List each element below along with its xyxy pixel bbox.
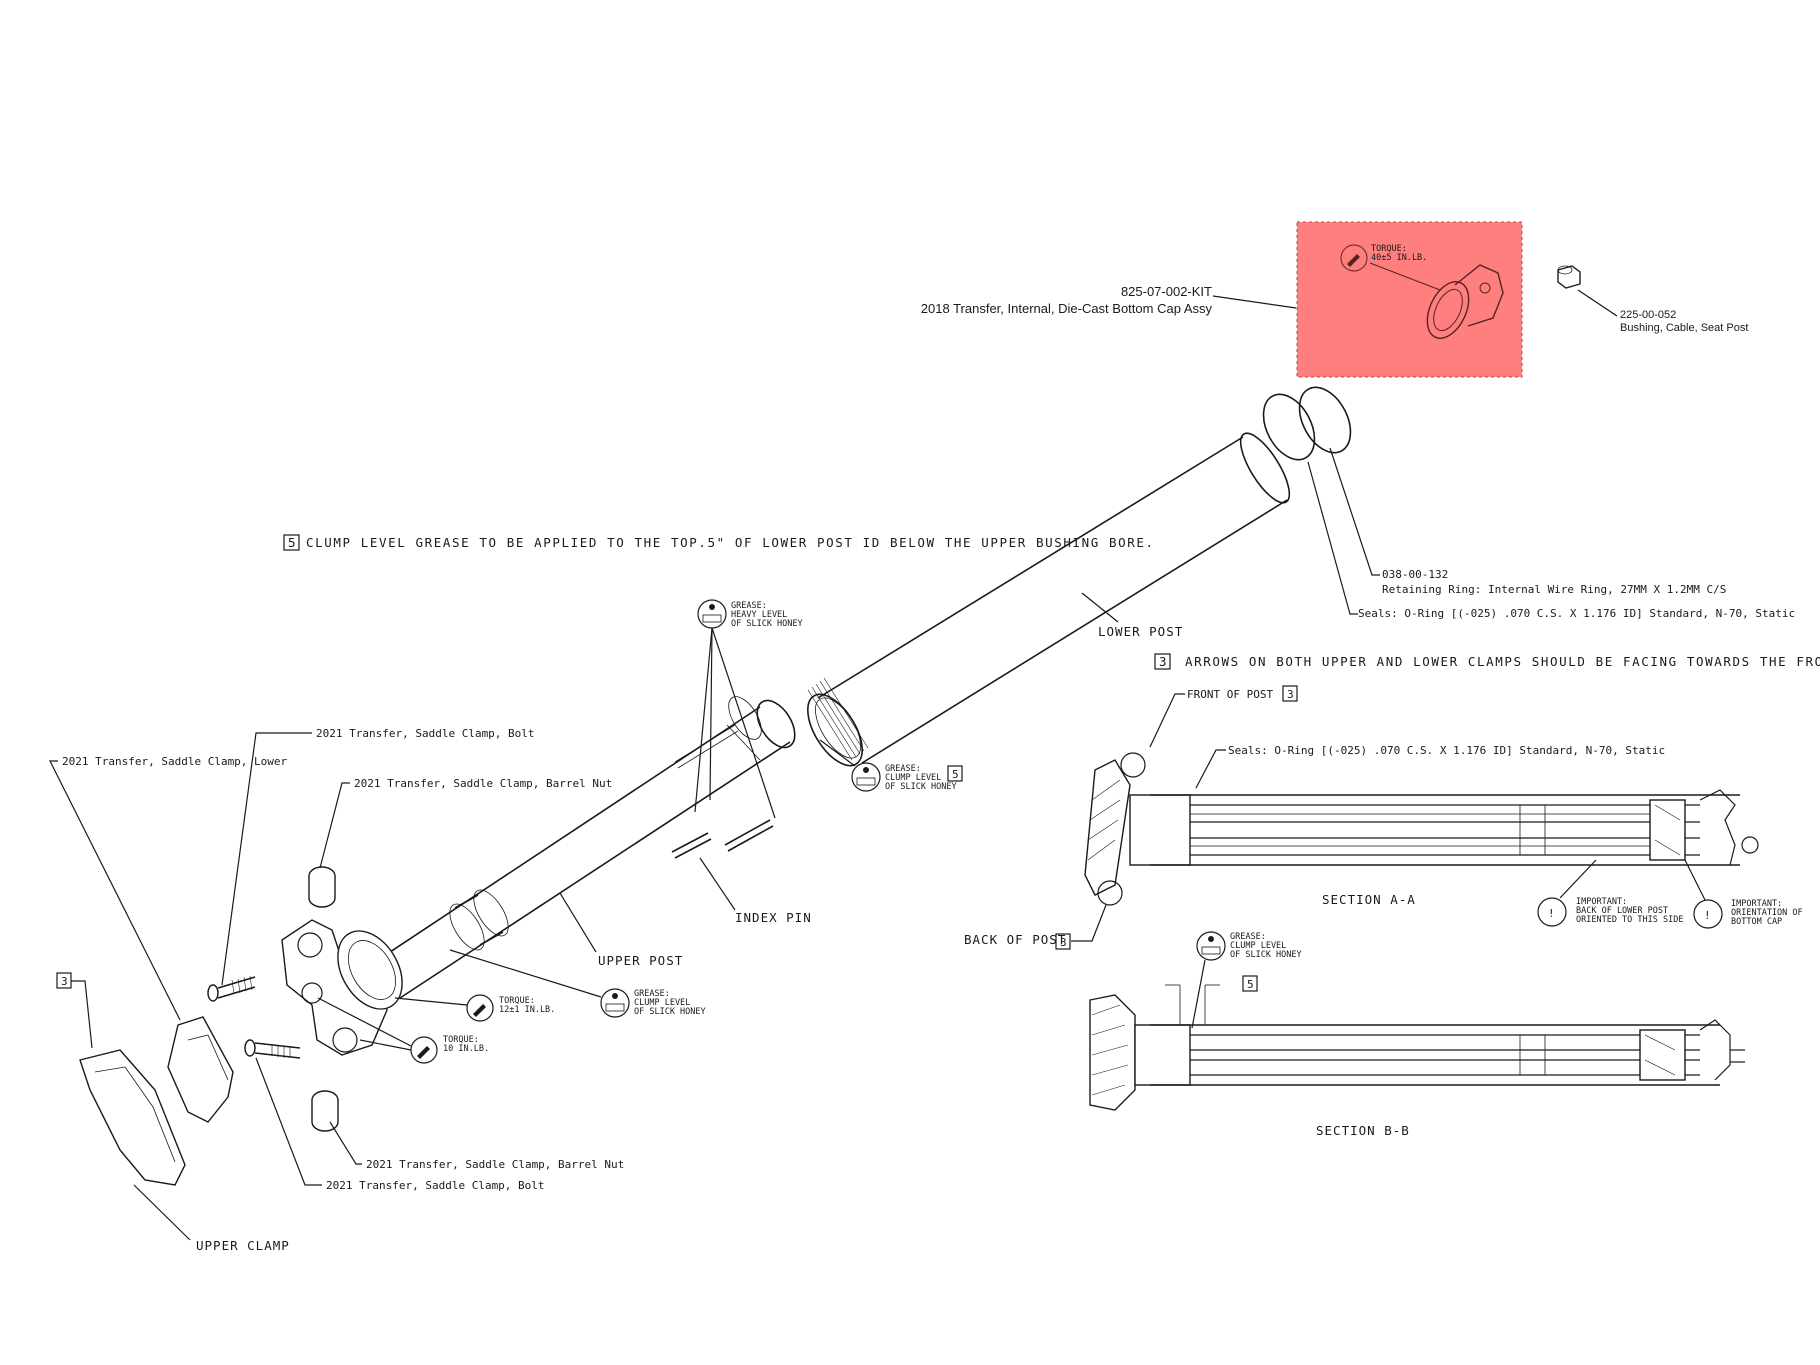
ref5-box-1 bbox=[947, 765, 963, 782]
svg-text:GREASE:: GREASE: bbox=[634, 989, 670, 999]
grease-clump-lower-callout: GREASE: CLUMP LEVEL OF SLICK HONEY bbox=[851, 762, 957, 792]
clamp-head bbox=[281, 919, 403, 1056]
front-of-post-label: FRONT OF POST bbox=[1187, 688, 1273, 701]
svg-text:ORIENTED TO THIS SIDE: ORIENTED TO THIS SIDE bbox=[1576, 915, 1683, 925]
note3-number: 3 bbox=[1159, 654, 1168, 669]
svg-text:10 IN.LB.: 10 IN.LB. bbox=[443, 1044, 489, 1054]
note3-box bbox=[1154, 653, 1171, 670]
bottom-cap-description: 2018 Transfer, Internal, Die-Cast Bottom… bbox=[921, 301, 1213, 316]
svg-text:TORQUE:: TORQUE: bbox=[499, 996, 535, 1006]
back-of-post-label: BACK OF POST bbox=[964, 932, 1066, 947]
ref3-box-back bbox=[1055, 933, 1071, 950]
svg-text:OF SLICK HONEY: OF SLICK HONEY bbox=[731, 619, 803, 629]
grease-clump-upper-callout: GREASE: CLUMP LEVEL OF SLICK HONEY bbox=[600, 988, 706, 1018]
ref5-box-2 bbox=[1242, 975, 1258, 992]
retaining-ring-description: Retaining Ring: Internal Wire Ring, 27MM… bbox=[1382, 583, 1726, 596]
retaining-rings bbox=[1262, 386, 1352, 461]
svg-text:IMPORTANT:: IMPORTANT: bbox=[1731, 899, 1782, 909]
barrel-nut-2 bbox=[311, 1090, 339, 1132]
clamp-lower-label: 2021 Transfer, Saddle Clamp, Lower bbox=[62, 755, 288, 768]
svg-text:12±1 IN.LB.: 12±1 IN.LB. bbox=[499, 1005, 555, 1015]
svg-text:!: ! bbox=[1548, 907, 1555, 920]
svg-text:TORQUE:: TORQUE: bbox=[443, 1035, 479, 1045]
svg-text:ORIENTATION OF: ORIENTATION OF bbox=[1731, 908, 1803, 918]
svg-text:CLUMP LEVEL: CLUMP LEVEL bbox=[1230, 941, 1286, 951]
svg-text:3: 3 bbox=[1060, 936, 1067, 949]
note3-text: ARROWS ON BOTH UPPER AND LOWER CLAMPS SH… bbox=[1185, 654, 1820, 669]
lower-post-label: LOWER POST bbox=[1098, 624, 1183, 639]
torque-12-callout: TORQUE: 12±1 IN.LB. bbox=[466, 994, 555, 1022]
bottom-cap-part-number: 825-07-002-KIT bbox=[1121, 284, 1212, 299]
section-bb-drawing bbox=[1089, 984, 1745, 1111]
bottom-cap-part bbox=[1426, 264, 1504, 339]
upper-clamp-label: UPPER CLAMP bbox=[196, 1238, 290, 1253]
svg-text:GREASE:: GREASE: bbox=[1230, 932, 1266, 942]
svg-text:BACK OF LOWER POST: BACK OF LOWER POST bbox=[1576, 906, 1668, 916]
svg-text:3: 3 bbox=[1287, 688, 1294, 701]
upper-post bbox=[377, 696, 796, 999]
retaining-ring-part-number: 038-00-132 bbox=[1382, 568, 1448, 581]
clamp-bolt-1 bbox=[207, 975, 256, 1002]
svg-text:5: 5 bbox=[952, 768, 959, 781]
svg-text:GREASE:: GREASE: bbox=[731, 601, 767, 611]
section-bb-label: SECTION B-B bbox=[1316, 1123, 1410, 1138]
grease-clump-section-callout: GREASE: CLUMP LEVEL OF SLICK HONEY bbox=[1196, 931, 1302, 961]
seals-label-top: Seals: O-Ring [(-025) .070 C.S. X 1.176 … bbox=[1358, 607, 1795, 620]
svg-text:OF SLICK HONEY: OF SLICK HONEY bbox=[1230, 950, 1302, 960]
note5-box bbox=[283, 534, 300, 551]
svg-text:5: 5 bbox=[1247, 978, 1254, 991]
svg-text:OF SLICK HONEY: OF SLICK HONEY bbox=[634, 1007, 706, 1017]
bushing-part bbox=[1557, 265, 1581, 289]
section-aa-label: SECTION A-A bbox=[1322, 892, 1416, 907]
svg-text:CLUMP LEVEL: CLUMP LEVEL bbox=[885, 773, 941, 783]
note5-number: 5 bbox=[288, 535, 297, 550]
bushing-description: Bushing, Cable, Seat Post bbox=[1620, 322, 1748, 334]
ref3-box-front bbox=[1282, 685, 1298, 702]
torque-10-callout: TORQUE: 10 IN.LB. bbox=[410, 1035, 489, 1064]
clamp-bolt-label-1: 2021 Transfer, Saddle Clamp, Bolt bbox=[316, 727, 535, 740]
bottom-cap-highlight[interactable]: TORQUE: 40±5 IN.LB. bbox=[1296, 221, 1523, 378]
svg-text:!: ! bbox=[1704, 909, 1711, 922]
svg-text:IMPORTANT:: IMPORTANT: bbox=[1576, 897, 1627, 907]
svg-text:BOTTOM CAP: BOTTOM CAP bbox=[1731, 917, 1782, 927]
svg-text:GREASE:: GREASE: bbox=[885, 764, 921, 774]
index-pins bbox=[671, 819, 774, 859]
lower-post bbox=[807, 432, 1291, 767]
important-cap-callout: ! IMPORTANT: ORIENTATION OF BOTTOM CAP bbox=[1693, 899, 1803, 929]
note5-text: CLUMP LEVEL GREASE TO BE APPLIED TO THE … bbox=[306, 535, 1155, 550]
index-pin-label: INDEX PIN bbox=[735, 910, 812, 925]
lower-clamp-part bbox=[167, 1016, 234, 1123]
upper-post-label: UPPER POST bbox=[598, 953, 683, 968]
clamp-bolt-2 bbox=[244, 1039, 301, 1059]
svg-text:HEAVY LEVEL: HEAVY LEVEL bbox=[731, 610, 787, 620]
svg-text:3: 3 bbox=[61, 975, 68, 988]
bushing-part-number: 225-00-052 bbox=[1620, 309, 1676, 321]
section-aa-drawing bbox=[1084, 752, 1759, 906]
clamp-bolt-label-2: 2021 Transfer, Saddle Clamp, Bolt bbox=[326, 1179, 545, 1192]
torque-icon bbox=[1340, 244, 1368, 272]
grease-heavy-callout: GREASE: HEAVY LEVEL OF SLICK HONEY bbox=[697, 599, 803, 629]
barrel-nut-1 bbox=[308, 866, 336, 908]
seals-label-section: Seals: O-Ring [(-025) .070 C.S. X 1.176 … bbox=[1228, 744, 1665, 757]
torque-value: 40±5 IN.LB. bbox=[1371, 253, 1427, 263]
svg-text:CLUMP LEVEL: CLUMP LEVEL bbox=[634, 998, 690, 1008]
upper-clamp-part bbox=[79, 1049, 186, 1186]
barrel-nut-label-2: 2021 Transfer, Saddle Clamp, Barrel Nut bbox=[366, 1158, 624, 1171]
svg-text:OF SLICK HONEY: OF SLICK HONEY bbox=[885, 782, 957, 792]
barrel-nut-label-1: 2021 Transfer, Saddle Clamp, Barrel Nut bbox=[354, 777, 612, 790]
important-lower-callout: ! IMPORTANT: BACK OF LOWER POST ORIENTED… bbox=[1537, 897, 1683, 927]
torque-label: TORQUE: bbox=[1371, 244, 1407, 254]
